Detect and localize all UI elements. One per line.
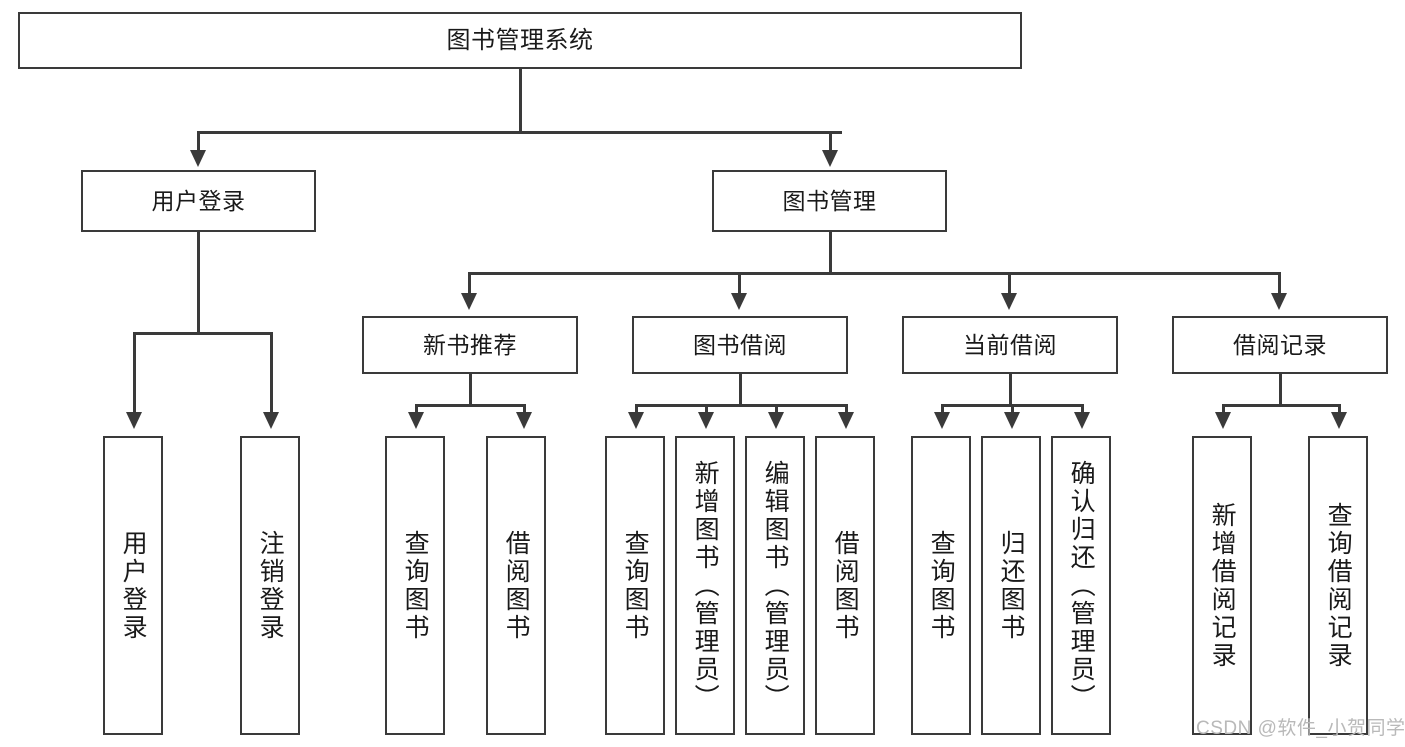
- node-new-book-recommend[interactable]: 新书推荐: [362, 316, 578, 374]
- node-label: 图书管理: [782, 187, 877, 214]
- leaf-record-query-record[interactable]: 查询借阅记录: [1308, 436, 1368, 735]
- connector-borrowrecord-drop-2: [1338, 404, 1341, 414]
- arrow-bookborrow-leaf-1: [628, 412, 644, 429]
- connector-bookborrow-drop-2: [705, 404, 708, 414]
- connector-bookmgmt-drop-2: [738, 272, 741, 296]
- connector-userlogin-stem: [197, 232, 200, 334]
- node-label: 借阅记录: [1233, 331, 1327, 358]
- node-user-login[interactable]: 用户登录: [81, 170, 316, 232]
- node-borrow-record[interactable]: 借阅记录: [1172, 316, 1388, 374]
- connector-root-bar: [197, 131, 842, 134]
- arrow-bookborrow-leaf-2: [698, 412, 714, 429]
- connector-currentborrow-drop-1: [941, 404, 944, 414]
- node-label: 新增图书（管理员）: [691, 459, 720, 712]
- arrow-newbook-leaf-1: [408, 412, 424, 429]
- leaf-borrow-query-book[interactable]: 查询图书: [605, 436, 665, 735]
- connector-bookmgmt-drop-4: [1278, 272, 1281, 296]
- connector-root-to-userlogin: [197, 131, 200, 153]
- leaf-newbook-borrow-book[interactable]: 借阅图书: [486, 436, 546, 735]
- arrow-bookborrow-leaf-3: [768, 412, 784, 429]
- connector-bookmgmt-stem: [829, 232, 832, 274]
- connector-bookborrow-drop-3: [775, 404, 778, 414]
- arrow-bookborrow-leaf-4: [838, 412, 854, 429]
- connector-borrowrecord-stem: [1279, 374, 1282, 406]
- arrow-bookmgmt-level3-1: [461, 293, 477, 310]
- node-label: 图书借阅: [693, 331, 787, 358]
- node-label: 查询借阅记录: [1324, 501, 1353, 670]
- node-label: 查询图书: [621, 529, 650, 642]
- node-label: 新增借阅记录: [1208, 501, 1237, 670]
- connector-userlogin-drop-1: [133, 332, 136, 414]
- node-label: 查询图书: [927, 529, 956, 642]
- node-current-borrow[interactable]: 当前借阅: [902, 316, 1118, 374]
- connector-root-to-bookmgmt: [829, 131, 832, 153]
- arrow-borrowrecord-leaf-1: [1215, 412, 1231, 429]
- connector-bookmgmt-drop-3: [1008, 272, 1011, 296]
- arrow-root-to-userlogin: [190, 150, 206, 167]
- connector-bookborrow-drop-1: [635, 404, 638, 414]
- connector-newbook-bar: [415, 404, 525, 407]
- node-label: 用户登录: [119, 529, 148, 642]
- arrow-bookmgmt-level3-4: [1271, 293, 1287, 310]
- leaf-current-query-book[interactable]: 查询图书: [911, 436, 971, 735]
- connector-newbook-stem: [469, 374, 472, 406]
- arrow-userlogin-leaf-2: [263, 412, 279, 429]
- connector-bookmgmt-drop-1: [468, 272, 471, 296]
- arrow-userlogin-leaf-1: [126, 412, 142, 429]
- node-label: 借阅图书: [502, 529, 531, 642]
- connector-currentborrow-drop-3: [1081, 404, 1084, 414]
- leaf-borrow-edit-book[interactable]: 编辑图书（管理员）: [745, 436, 805, 735]
- connector-newbook-drop-1: [415, 404, 418, 414]
- node-label: 注销登录: [256, 529, 285, 642]
- leaf-newbook-query-book[interactable]: 查询图书: [385, 436, 445, 735]
- arrow-currentborrow-leaf-1: [934, 412, 950, 429]
- node-book-management[interactable]: 图书管理: [712, 170, 947, 232]
- arrow-borrowrecord-leaf-2: [1331, 412, 1347, 429]
- arrow-newbook-leaf-2: [516, 412, 532, 429]
- connector-bookborrow-bar: [635, 404, 847, 407]
- leaf-borrow-add-book[interactable]: 新增图书（管理员）: [675, 436, 735, 735]
- arrow-root-to-bookmgmt: [822, 150, 838, 167]
- arrow-bookmgmt-level3-3: [1001, 293, 1017, 310]
- connector-newbook-drop-2: [523, 404, 526, 414]
- connector-borrowrecord-drop-1: [1222, 404, 1225, 414]
- leaf-user-login[interactable]: 用户登录: [103, 436, 163, 735]
- connector-currentborrow-drop-2: [1011, 404, 1014, 414]
- node-book-borrow[interactable]: 图书借阅: [632, 316, 848, 374]
- node-label: 新书推荐: [423, 331, 517, 358]
- leaf-borrow-borrow-book[interactable]: 借阅图书: [815, 436, 875, 735]
- connector-userlogin-bar: [133, 332, 272, 335]
- leaf-record-add-record[interactable]: 新增借阅记录: [1192, 436, 1252, 735]
- leaf-current-return-book[interactable]: 归还图书: [981, 436, 1041, 735]
- node-label: 查询图书: [401, 529, 430, 642]
- node-label: 图书管理系统: [446, 26, 594, 54]
- arrow-currentborrow-leaf-3: [1074, 412, 1090, 429]
- connector-borrowrecord-bar: [1222, 404, 1340, 407]
- arrow-currentborrow-leaf-2: [1004, 412, 1020, 429]
- node-label: 归还图书: [997, 529, 1026, 642]
- connector-bookborrow-drop-4: [845, 404, 848, 414]
- connector-userlogin-drop-2: [270, 332, 273, 414]
- connector-root-stem: [519, 69, 522, 132]
- leaf-logout[interactable]: 注销登录: [240, 436, 300, 735]
- node-label: 用户登录: [151, 187, 246, 214]
- node-label: 借阅图书: [831, 529, 860, 642]
- node-label: 编辑图书（管理员）: [761, 459, 790, 712]
- arrow-bookmgmt-level3-2: [731, 293, 747, 310]
- node-root-system[interactable]: 图书管理系统: [18, 12, 1022, 69]
- leaf-current-confirm-return[interactable]: 确认归还（管理员）: [1051, 436, 1111, 735]
- connector-bookmgmt-bar: [468, 272, 1280, 275]
- connector-currentborrow-stem: [1009, 374, 1012, 406]
- connector-bookborrow-stem: [739, 374, 742, 406]
- node-label: 确认归还（管理员）: [1067, 459, 1096, 712]
- node-label: 当前借阅: [963, 331, 1057, 358]
